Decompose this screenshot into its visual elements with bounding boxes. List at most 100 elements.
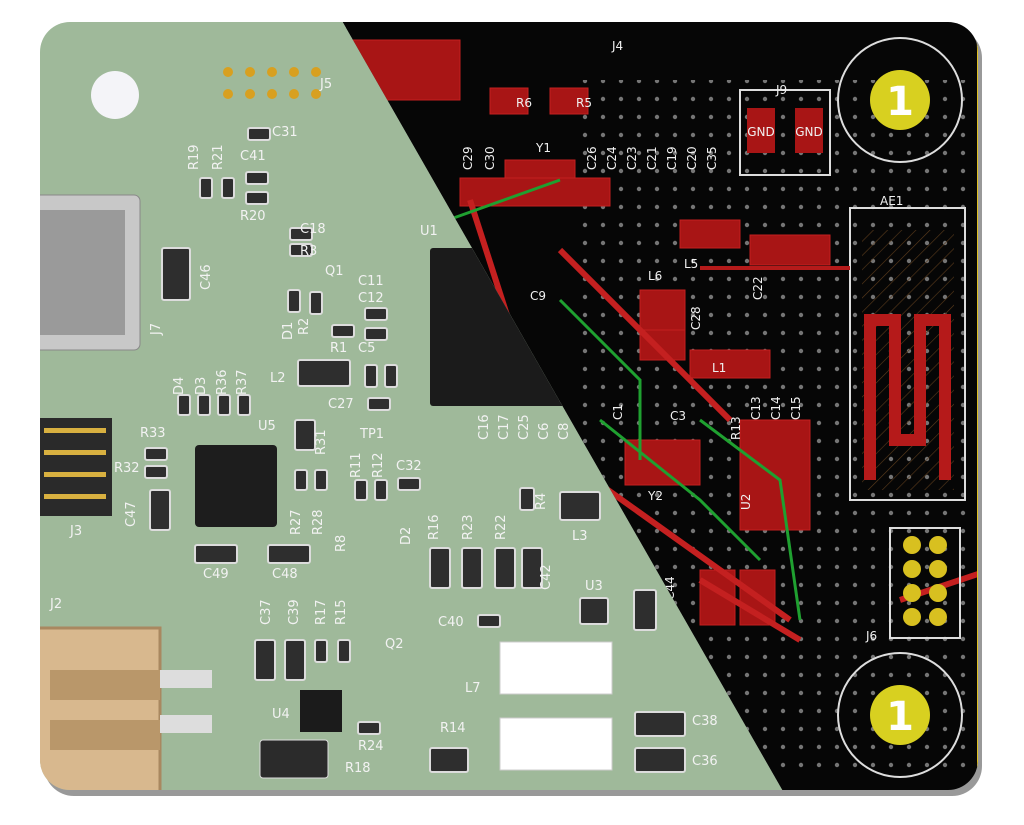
layout-label: J9: [775, 83, 787, 97]
smd-component: [144, 447, 168, 461]
copper-pad: [549, 87, 589, 115]
copper-trace: [578, 467, 792, 623]
header-pin: [929, 536, 947, 554]
smd-component: [461, 547, 483, 589]
silkscreen-label: L2: [270, 371, 286, 386]
silkscreen-label: R18: [345, 761, 371, 776]
copper-trace: [557, 247, 733, 423]
silkscreen-label: R23: [461, 514, 476, 540]
silkscreen-label: J5: [319, 77, 332, 92]
smd-component: [367, 397, 391, 411]
copper-pad: [749, 234, 831, 266]
layout-label: C35: [705, 146, 719, 170]
silkscreen-label: R19: [187, 144, 202, 170]
silkscreen-label: C18: [300, 222, 326, 237]
layout-label: C30: [483, 146, 497, 170]
j9-outline: [739, 89, 831, 176]
layout-label: C14: [769, 396, 783, 420]
pad-label: GND: [795, 125, 823, 139]
silkscreen-label: D2: [399, 527, 414, 545]
silkscreen-label: C42: [539, 564, 554, 590]
silkscreen-label: Q2: [385, 637, 404, 652]
silkscreen-label: J7: [149, 323, 164, 336]
inductor-l7-pad: [499, 641, 613, 695]
smd-component: [161, 247, 191, 301]
connector-j2: [40, 626, 162, 790]
header-pin: [44, 428, 106, 433]
smd-component: [309, 291, 323, 315]
header-pin: [903, 560, 921, 578]
smd-component: [314, 639, 328, 663]
silkscreen-label: R37: [235, 369, 250, 395]
silkscreen-label: U4: [272, 707, 290, 722]
smd-component: [217, 394, 231, 416]
silkscreen-label: R31: [314, 429, 329, 455]
header-pin: [929, 608, 947, 626]
smd-component: [297, 359, 351, 387]
smd-component: [289, 227, 313, 241]
smd-component: [314, 469, 328, 491]
smd-component: [194, 544, 238, 564]
silkscreen-label: R12: [371, 452, 386, 478]
layout-label: C1: [611, 404, 625, 420]
silkscreen-label: C16: [477, 414, 492, 440]
silkscreen-label: C48: [272, 567, 298, 582]
smd-component: [634, 747, 686, 773]
smd-component: [354, 479, 368, 501]
silkscreen-label: R27: [289, 509, 304, 535]
smd-component: [149, 489, 171, 531]
layout-label: C9: [530, 289, 546, 303]
smd-component: [254, 639, 276, 681]
silkscreen-label: C40: [438, 615, 464, 630]
pogo-pad: [289, 67, 299, 77]
ic-u4: [300, 690, 342, 732]
fiducial-bottom: [870, 685, 930, 745]
copper-pad: [459, 177, 611, 207]
layout-label: C15: [789, 396, 803, 420]
mounting-hole-top: [837, 37, 963, 163]
silkscreen-label: C37: [259, 599, 274, 625]
silkscreen-label: L3: [572, 529, 588, 544]
smd-component: [247, 127, 271, 141]
silkscreen-label: U5: [258, 419, 276, 434]
silkscreen-label: C39: [287, 599, 302, 625]
silkscreen-label: TP1: [359, 427, 384, 442]
silkscreen-label: R24: [358, 739, 384, 754]
fiducial-label: 1: [886, 79, 914, 125]
smd-component: [494, 547, 516, 589]
header-pin: [44, 450, 106, 455]
silkscreen-label: C25: [517, 414, 532, 440]
silkscreen-label: R4: [534, 493, 549, 510]
mounting-hole: [91, 71, 139, 119]
layout-label: C20: [685, 146, 699, 170]
silkscreen-label: J3: [69, 524, 82, 539]
silkscreen-label: C31: [272, 125, 298, 140]
smd-component: [267, 544, 311, 564]
smd-component: [364, 307, 388, 321]
pogo-pad: [311, 67, 321, 77]
silkscreen-label: R36: [215, 369, 230, 395]
silkscreen-label: C11: [358, 274, 384, 289]
silkscreen-label: C47: [124, 501, 139, 527]
copper-trace: [698, 577, 802, 643]
ic-u5: [195, 445, 277, 527]
smd-component: [374, 479, 388, 501]
smd-component: [357, 721, 381, 735]
green-traces: [419, 178, 802, 621]
smd-component: [245, 191, 269, 205]
layout-label: C24: [605, 146, 619, 170]
silkscreen-label: C5: [358, 341, 375, 356]
header-pin: [903, 584, 921, 602]
smd-component: [284, 639, 306, 681]
fiducial-label: 1: [886, 694, 914, 740]
silkscreen-label: R15: [334, 599, 349, 625]
layout-label: J4: [611, 39, 623, 53]
layout-label: C28: [689, 306, 703, 330]
smd-component: [633, 589, 657, 631]
header-pin: [929, 584, 947, 602]
silkscreen-label: C17: [497, 414, 512, 440]
fiducial-top: [870, 70, 930, 130]
smd-component: [519, 487, 535, 511]
layout-label: L1: [712, 361, 726, 375]
